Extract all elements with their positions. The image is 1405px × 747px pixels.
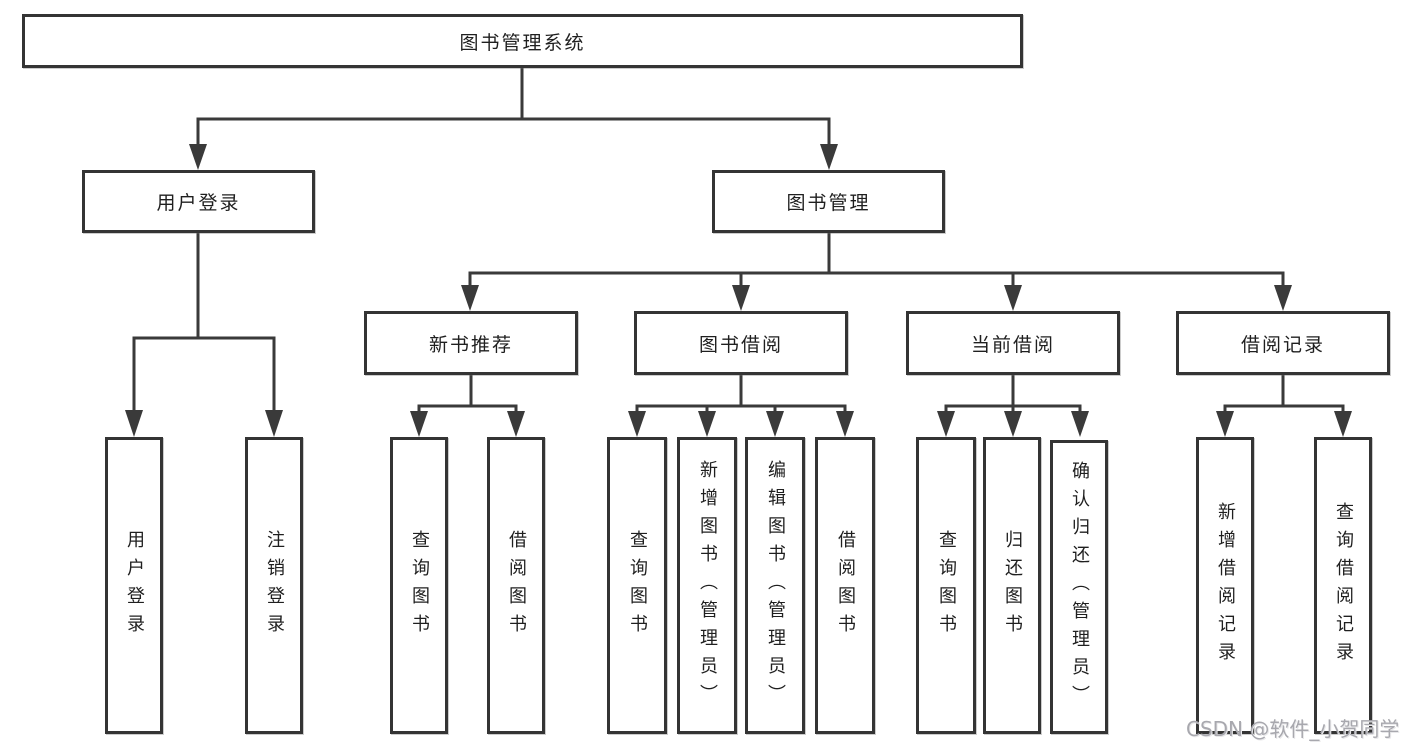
- leaf-add-books-admin: 新增图书（管理员）: [677, 437, 737, 734]
- connector-current-borrow: [944, 375, 1082, 412]
- leaf-query-borrow-record: 查询借阅记录: [1314, 437, 1372, 734]
- leaf-add-borrow-record: 新增借阅记录: [1196, 437, 1254, 734]
- arrowhead-down-icon: [125, 410, 143, 437]
- arrowhead-down-icon: [766, 411, 784, 437]
- connector-book-borrow: [635, 375, 847, 412]
- node-book-borrow-label: 图书借阅: [698, 333, 783, 356]
- node-book-management: 图书管理: [712, 170, 945, 233]
- node-book-management-label: 图书管理: [786, 192, 871, 214]
- connector-user-login: [132, 232, 276, 411]
- leaf-query-books-borrow: 查询图书: [607, 437, 667, 734]
- leaf-edit-books-admin: 编辑图书（管理员）: [745, 437, 805, 734]
- arrowhead-down-icon: [820, 144, 838, 170]
- leaf-borrow-books-recommend: 借阅图书: [487, 437, 545, 734]
- connector-new-book: [417, 375, 518, 412]
- node-current-borrow-label: 当前借阅: [970, 333, 1055, 356]
- leaf-logout-login-label: 注销登录: [264, 529, 285, 642]
- connector-borrow-records: [1223, 375, 1345, 412]
- leaf-label: 归还图书: [1002, 529, 1023, 642]
- leaf-label: 新增借阅记录: [1215, 501, 1236, 670]
- node-borrow-records: 借阅记录: [1176, 311, 1390, 375]
- arrowhead-down-icon: [189, 144, 207, 170]
- node-new-book-recommend: 新书推荐: [364, 311, 578, 375]
- arrowhead-down-icon: [628, 411, 646, 437]
- arrowhead-down-icon: [1334, 411, 1352, 437]
- node-root-label: 图书管理系统: [459, 31, 586, 54]
- leaf-logout-login: 注销登录: [245, 437, 303, 734]
- leaf-query-books-recommend: 查询图书: [390, 437, 448, 734]
- node-book-borrow: 图书借阅: [634, 311, 848, 375]
- arrowhead-down-icon: [265, 410, 283, 437]
- node-new-book-recommend-label: 新书推荐: [428, 333, 513, 356]
- node-root: 图书管理系统: [22, 14, 1023, 68]
- leaf-return-books: 归还图书: [983, 437, 1041, 734]
- leaf-borrow-books: 借阅图书: [815, 437, 875, 734]
- leaf-label: 查询图书: [409, 529, 430, 642]
- leaf-user-login: 用户登录: [105, 437, 163, 734]
- node-borrow-records-label: 借阅记录: [1240, 333, 1325, 356]
- arrowhead-down-icon: [1071, 411, 1089, 437]
- arrowhead-down-icon: [732, 285, 750, 311]
- leaf-label: 编辑图书（管理员）: [765, 459, 786, 712]
- arrowhead-down-icon: [507, 411, 525, 437]
- arrowhead-down-icon: [1004, 285, 1022, 311]
- leaf-user-login-label: 用户登录: [124, 529, 145, 642]
- leaf-label: 查询图书: [936, 529, 957, 642]
- arrowhead-down-icon: [937, 411, 955, 437]
- arrowhead-down-icon: [1216, 411, 1234, 437]
- leaf-label: 借阅图书: [506, 529, 527, 642]
- leaf-label: 新增图书（管理员）: [697, 459, 718, 712]
- leaf-confirm-return-admin: 确认归还（管理员）: [1050, 440, 1108, 734]
- arrowhead-down-icon: [836, 411, 854, 437]
- arrowhead-down-icon: [410, 411, 428, 437]
- node-user-login: 用户登录: [82, 170, 315, 233]
- arrowhead-down-icon: [461, 285, 479, 311]
- leaf-label: 确认归还（管理员）: [1069, 461, 1090, 713]
- leaf-label: 查询借阅记录: [1333, 501, 1354, 670]
- node-current-borrow: 当前借阅: [906, 311, 1120, 375]
- csdn-watermark: CSDN @软件_小贺同学: [1186, 717, 1400, 741]
- arrowhead-down-icon: [698, 411, 716, 437]
- leaf-label: 查询图书: [627, 529, 648, 642]
- connector-level2-rail: [196, 117, 831, 145]
- arrowhead-down-icon: [1274, 285, 1292, 311]
- leaf-query-books-current: 查询图书: [916, 437, 976, 734]
- arrowhead-down-icon: [1004, 411, 1022, 437]
- leaf-label: 借阅图书: [835, 529, 856, 642]
- connector-level3-rail: [468, 233, 1285, 286]
- node-user-login-label: 用户登录: [156, 192, 241, 214]
